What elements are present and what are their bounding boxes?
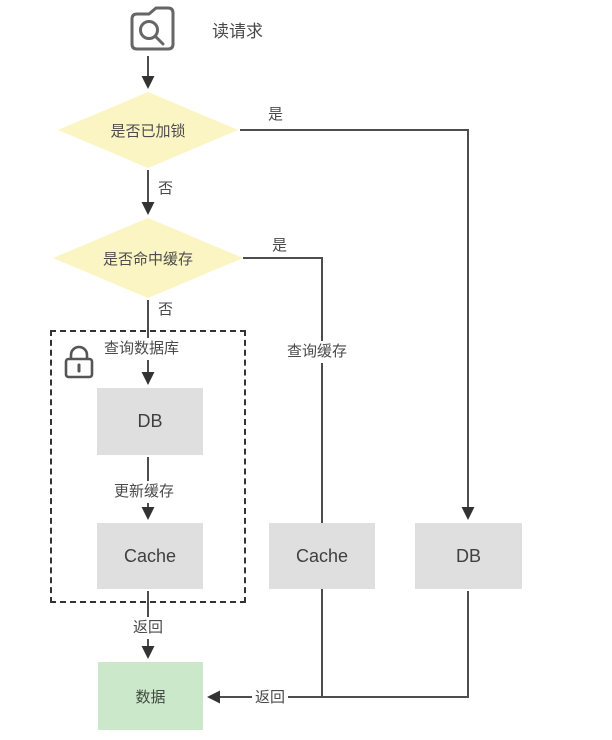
cache-locked-node: Cache: [97, 523, 203, 589]
db-locked-label: DB: [137, 411, 163, 431]
result-label: 数据: [135, 688, 166, 706]
edge-label-return-vertical: 返回: [130, 617, 167, 639]
edge-label-update-cache: 更新缓存: [111, 481, 178, 503]
edge-label-return-horizontal: 返回: [252, 687, 289, 709]
cache-query-label: Cache: [295, 545, 349, 566]
edge-yes-lock-line: [240, 129, 475, 520]
db-locked-node: DB: [97, 388, 203, 455]
edge-yes-hit-line: [243, 257, 323, 697]
db-direct-label: DB: [455, 545, 481, 566]
edge-label-yes-hit: 是: [272, 237, 288, 254]
folder-search-icon: [130, 6, 175, 51]
db-direct-node: DB: [415, 523, 522, 589]
lock-icon: [64, 345, 94, 379]
decision-lock-label: 是否已加锁: [110, 122, 186, 140]
edge-label-query-cache: 查询缓存: [284, 341, 351, 363]
cache-query-node: Cache: [269, 523, 375, 589]
cache-locked-label: Cache: [123, 545, 177, 566]
result-node: 数据: [98, 662, 203, 730]
decision-cache-hit-label: 是否命中缓存: [102, 250, 193, 268]
locked-section-border: [50, 330, 246, 603]
start-node-label: 读请求: [212, 22, 263, 41]
edge-label-yes-lock: 是: [268, 106, 284, 123]
edge-label-no-lock: 否: [158, 180, 174, 197]
edge-label-no-hit: 否: [158, 301, 174, 318]
edge-label-query-db: 查询数据库: [101, 338, 183, 360]
